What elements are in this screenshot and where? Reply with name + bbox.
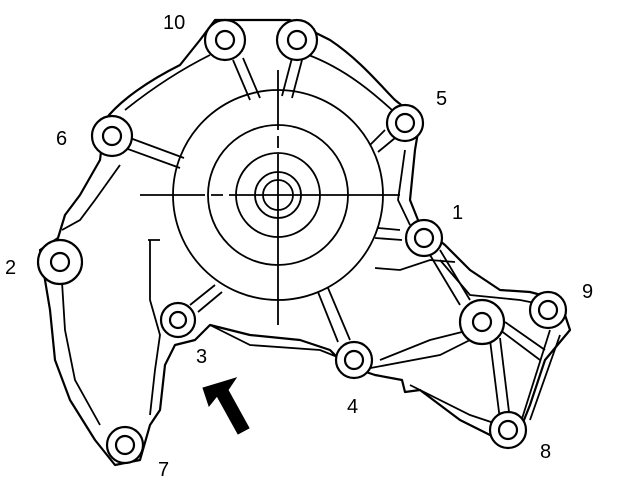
bolt-label-3: 3 bbox=[196, 346, 208, 368]
bolt-boss-4 bbox=[334, 340, 374, 380]
bolt-boss-9 bbox=[528, 290, 568, 330]
bolt-label-9: 9 bbox=[582, 281, 594, 303]
bolt-label-1: 1 bbox=[452, 202, 464, 224]
housing-outline bbox=[38, 18, 572, 467]
bolt-label-4: 4 bbox=[347, 396, 359, 418]
bolt-boss-10b bbox=[275, 18, 319, 62]
bolt-label-6: 6 bbox=[56, 128, 68, 150]
arrow-icon bbox=[202, 377, 250, 435]
bolt-boss-7 bbox=[105, 425, 145, 465]
bolt-label-2: 2 bbox=[5, 257, 17, 279]
bolt-label-7: 7 bbox=[158, 459, 170, 481]
center-crosshair bbox=[140, 70, 400, 325]
bolt-boss-9b bbox=[458, 298, 506, 346]
housing-ribs bbox=[124, 57, 561, 426]
bolt-boss-3 bbox=[159, 301, 197, 339]
bolt-label-10: 10 bbox=[163, 12, 186, 34]
bolt-boss-8 bbox=[488, 410, 528, 450]
bolt-boss-6 bbox=[90, 114, 134, 158]
bolt-boss-1 bbox=[404, 218, 444, 258]
bolt-boss-5 bbox=[385, 103, 425, 143]
bolt-label-5: 5 bbox=[436, 88, 448, 110]
bolt-boss-2 bbox=[36, 238, 84, 286]
bolt-label-8: 8 bbox=[540, 441, 552, 463]
housing-inner-outline bbox=[61, 51, 546, 426]
bolt-boss-10 bbox=[203, 18, 247, 62]
